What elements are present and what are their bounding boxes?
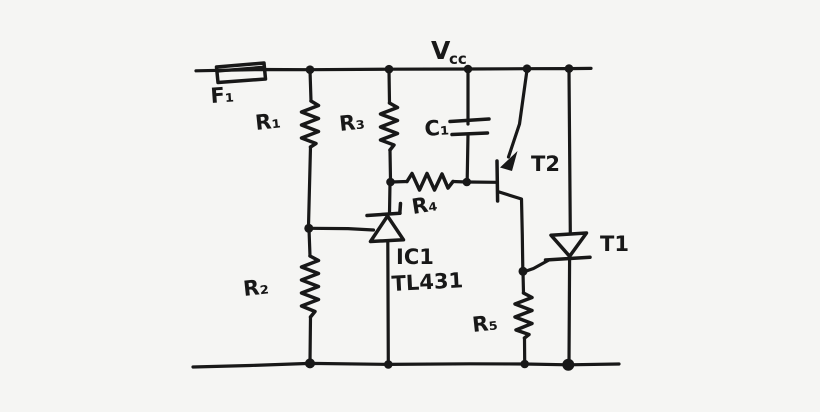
r3-bottom-lead <box>388 148 393 182</box>
r3-zigzag <box>378 101 400 152</box>
junction-dot <box>304 223 314 233</box>
junction-dots <box>304 64 575 371</box>
ic1-cathode-lead <box>387 181 392 215</box>
t2-collector-lead <box>496 189 525 271</box>
r1-label: R₁ <box>254 108 282 135</box>
junction-dot <box>305 65 315 74</box>
junction-dot <box>384 64 394 74</box>
resistor-r3-symbol <box>378 68 400 182</box>
r5-zigzag <box>513 291 534 340</box>
resistor-r5-symbol <box>513 270 534 364</box>
junction-dot <box>562 358 575 371</box>
transistor-t2-symbol <box>466 68 529 271</box>
ic1-ref-label: IC1 <box>396 245 434 269</box>
t1-triangle <box>549 231 589 259</box>
t2-label: T2 <box>531 152 560 176</box>
c1-bottom-plate <box>450 131 490 137</box>
t2-emitter-arrow <box>500 151 518 171</box>
t1-gate-lead <box>523 258 550 273</box>
r1-bottom-lead <box>306 145 313 228</box>
r3-top-lead <box>387 68 392 105</box>
junction-dot <box>463 64 473 74</box>
ic1-triangle <box>368 214 406 244</box>
t1-cathode-lead <box>567 256 572 365</box>
resistor-r2-symbol <box>299 227 321 364</box>
vcc-main-text: V <box>431 36 451 65</box>
c1-label: C₁ <box>424 115 450 141</box>
bottom-rail-wire <box>191 361 621 369</box>
resistor-r1-symbol <box>299 68 321 228</box>
junction-dot <box>518 266 528 276</box>
c1-bottom-lead <box>465 132 470 182</box>
vcc-label: V cc <box>431 36 467 68</box>
vcc-subscript-text: cc <box>449 50 467 68</box>
resistor-r4-symbol <box>389 171 468 192</box>
fuse-f1-symbol <box>214 61 268 85</box>
ic1-anode-lead <box>386 239 390 364</box>
thyristor-t1-symbol <box>523 68 592 365</box>
r2-zigzag <box>299 254 321 319</box>
t2-emitter-lead <box>506 68 529 159</box>
junction-dot <box>520 359 529 369</box>
r3-label: R₃ <box>338 109 366 136</box>
r4-label: R₄ <box>410 191 439 219</box>
r1-top-lead <box>308 68 313 103</box>
junction-dot <box>384 360 393 369</box>
t1-label: T1 <box>600 232 629 256</box>
r2-label: R₂ <box>242 274 270 301</box>
r2-bottom-lead <box>308 315 313 364</box>
capacitor-c1-symbol <box>448 68 491 182</box>
t2-base-bar <box>495 159 500 203</box>
r1-zigzag <box>299 99 321 149</box>
junction-dot <box>462 177 472 187</box>
fuse-label: F₁ <box>210 82 235 108</box>
fuse-inner-line <box>216 65 266 73</box>
t1-cathode-bar <box>543 255 592 262</box>
r4-zigzag <box>405 171 455 192</box>
fuse-body-outline <box>214 61 268 85</box>
top-rail-wire <box>194 66 593 73</box>
junction-dot <box>305 358 315 369</box>
r5-label: R₅ <box>471 310 499 337</box>
junction-dot <box>386 177 395 187</box>
t1-anode-lead <box>567 68 572 235</box>
c1-top-plate <box>448 117 491 124</box>
junction-dot <box>564 64 574 73</box>
ic1-cathode-hook <box>398 201 403 216</box>
shunt-regulator-ic1-symbol <box>308 181 406 364</box>
r2-top-lead <box>307 227 312 258</box>
junction-dot <box>522 64 532 73</box>
ic1-reference-lead <box>308 226 376 232</box>
ic1-part-label: TL431 <box>391 268 464 296</box>
ic1-cathode-bar <box>365 211 402 218</box>
